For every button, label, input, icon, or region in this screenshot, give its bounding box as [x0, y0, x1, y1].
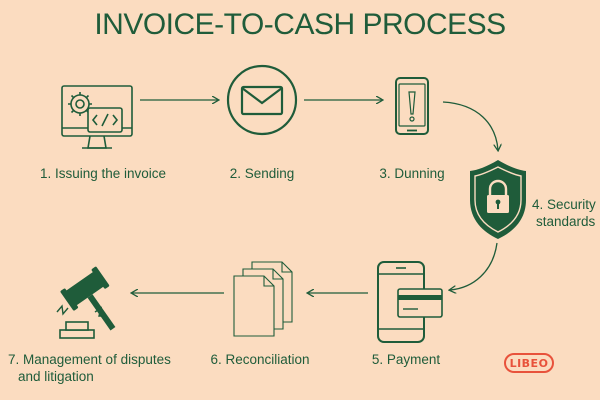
step-7-label-line1: 7. Management of disputes: [8, 352, 171, 367]
step-5-label: 5. Payment: [371, 352, 441, 367]
step-4-label-line2: standards: [536, 214, 596, 229]
arrow-3-to-4: [442, 101, 498, 150]
shield-lock-icon: [470, 160, 526, 239]
step-1-label: 1. Issuing the invoice: [39, 166, 167, 181]
documents-icon: [233, 261, 293, 337]
phone-alert-icon: [395, 77, 429, 135]
step-3-label: 3. Dunning: [379, 166, 445, 181]
computer-code-icon: [61, 85, 133, 149]
step-7-label: 7. Management of disputes and litigation: [8, 351, 184, 385]
step-7-label-line2: and litigation: [18, 369, 94, 384]
envelope-icon: [226, 64, 298, 136]
step-6-label: 6. Reconciliation: [210, 352, 310, 367]
step-4-label-line1: 4. Security: [532, 197, 596, 212]
libeo-logo: LIBEO: [504, 353, 554, 373]
diagram-title: INVOICE-TO-CASH PROCESS: [94, 8, 506, 41]
step-4-label: 4. Security standards: [532, 196, 598, 230]
step-2-label: 2. Sending: [229, 166, 295, 181]
arrow-4-to-5: [450, 242, 498, 290]
phone-card-icon: [377, 261, 443, 343]
gavel-icon: [56, 266, 116, 339]
